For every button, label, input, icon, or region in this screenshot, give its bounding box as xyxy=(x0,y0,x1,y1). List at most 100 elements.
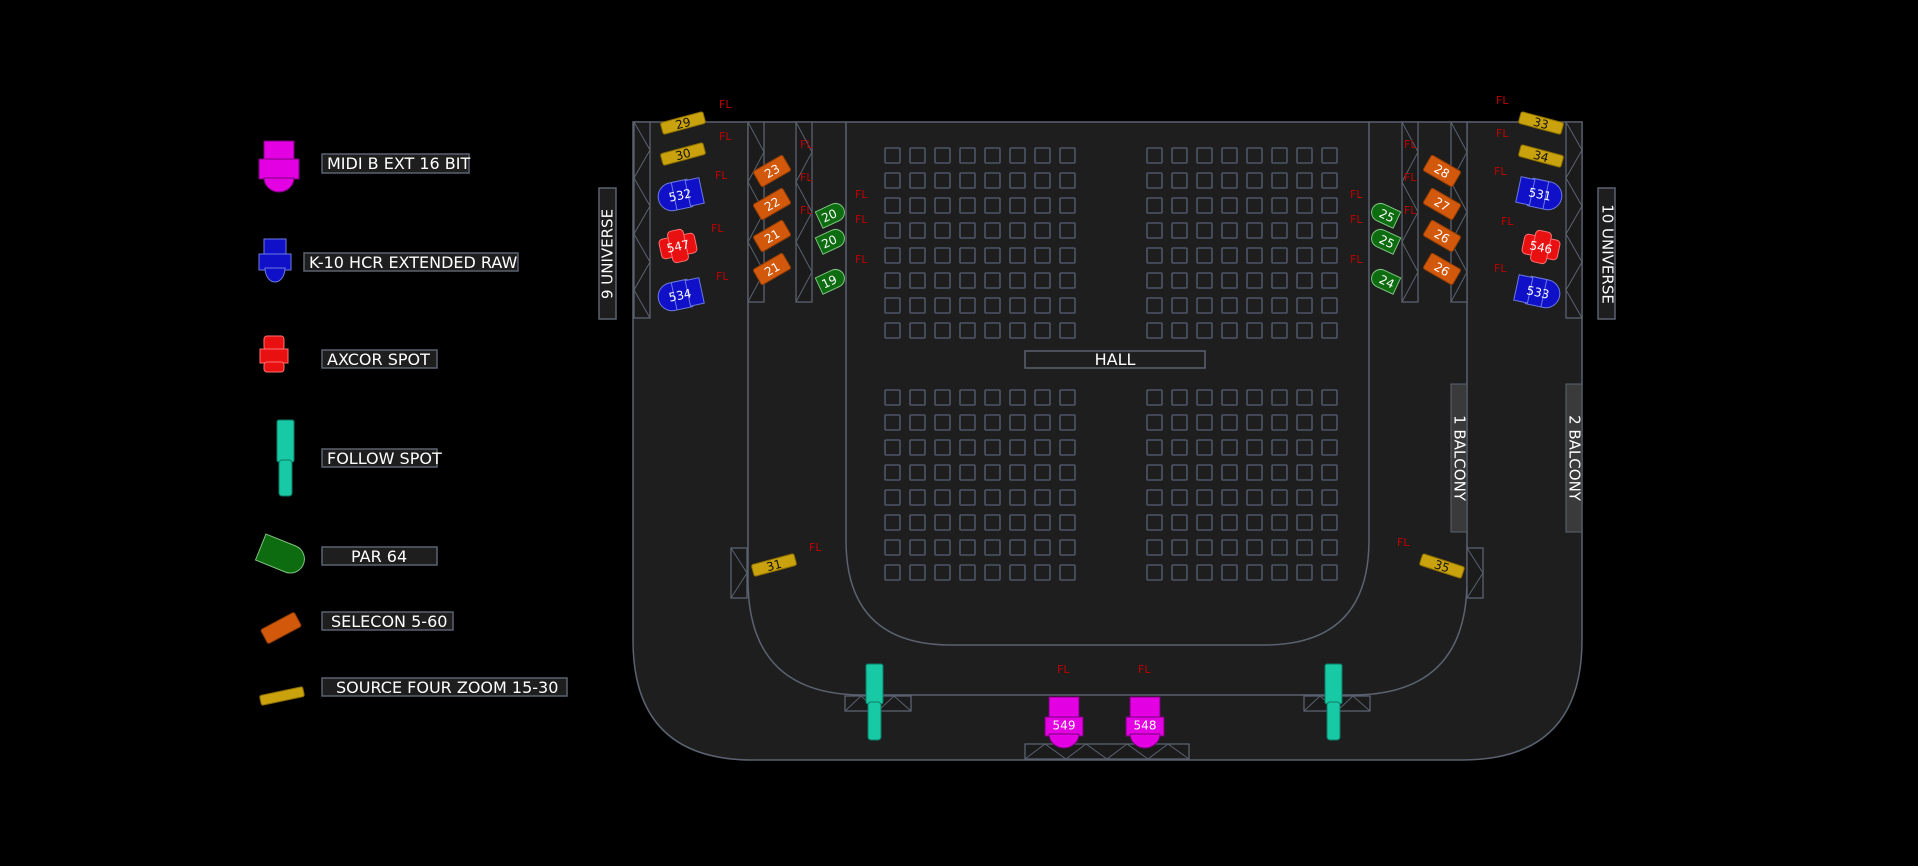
seat xyxy=(959,539,976,556)
seat xyxy=(884,389,901,406)
fixture-number: 21 xyxy=(762,260,782,280)
seat xyxy=(1196,272,1213,289)
seat xyxy=(1034,222,1051,239)
seat xyxy=(1271,464,1288,481)
selecon-fixture[interactable]: 28 xyxy=(1423,154,1461,188)
seat xyxy=(1271,489,1288,506)
seat xyxy=(959,514,976,531)
seat xyxy=(1271,147,1288,164)
seat xyxy=(1009,489,1026,506)
par64-fixture[interactable]: 25 xyxy=(1369,201,1402,229)
midi-b-ext-fixture[interactable]: 549 xyxy=(1044,696,1084,749)
par64-fixture[interactable]: 20 xyxy=(814,201,847,229)
legend-label: PAR 64 xyxy=(351,547,407,566)
seat xyxy=(1271,564,1288,581)
fl-label: FL xyxy=(800,171,813,184)
seat xyxy=(1146,272,1163,289)
selecon-fixture[interactable]: 27 xyxy=(1423,187,1461,221)
seat xyxy=(1034,172,1051,189)
seat xyxy=(1034,247,1051,264)
par64-fixture[interactable]: 20 xyxy=(814,227,847,255)
seat xyxy=(1146,147,1163,164)
seat xyxy=(1271,222,1288,239)
seat xyxy=(1009,272,1026,289)
legend-label-box xyxy=(321,448,438,468)
k10-hcr-fixture[interactable]: 533 xyxy=(1513,274,1563,311)
source-four-fixture[interactable]: 30 xyxy=(660,142,706,167)
seat xyxy=(1221,539,1238,556)
seat xyxy=(884,222,901,239)
fixture-number: 19 xyxy=(819,272,839,291)
source-four-fixture[interactable]: 35 xyxy=(1419,553,1465,580)
venue-outer-outline xyxy=(632,121,1583,761)
source-four-fixture[interactable]: 31 xyxy=(751,553,797,578)
seat xyxy=(959,564,976,581)
selecon-fixture[interactable]: 22 xyxy=(753,187,791,221)
follow-spot-fixture-icon xyxy=(276,419,295,497)
universe-10-box: 10 UNIVERSE xyxy=(1597,187,1617,320)
seat xyxy=(1146,564,1163,581)
fixture-number: 22 xyxy=(762,195,782,215)
seat xyxy=(959,272,976,289)
par64-fixture[interactable]: 19 xyxy=(814,267,847,295)
seat xyxy=(1196,222,1213,239)
seat xyxy=(1321,389,1338,406)
k10-hcr-fixture[interactable]: 534 xyxy=(656,277,705,314)
fl-label: FL xyxy=(1397,536,1410,549)
seat xyxy=(959,197,976,214)
seat xyxy=(1271,197,1288,214)
fixture-number: 34 xyxy=(1532,148,1550,165)
fixture-number: 533 xyxy=(1525,283,1550,301)
seat xyxy=(984,297,1001,314)
source-four-fixture[interactable]: 33 xyxy=(1518,111,1564,136)
seat xyxy=(1246,414,1263,431)
selecon-fixture[interactable]: 21 xyxy=(753,252,791,286)
source-four-fixture[interactable]: 34 xyxy=(1518,144,1564,169)
seat xyxy=(984,222,1001,239)
k10-hcr-fixture[interactable]: 531 xyxy=(1515,176,1565,213)
legend-label: MIDI B EXT 16 BIT xyxy=(327,154,471,173)
fl-label: FL xyxy=(855,213,868,226)
seat xyxy=(1146,514,1163,531)
follow-spot-fixture[interactable] xyxy=(1324,663,1343,741)
seat xyxy=(1296,247,1313,264)
seat xyxy=(1296,514,1313,531)
hall-label-text: HALL xyxy=(1095,350,1136,369)
seat xyxy=(1146,197,1163,214)
selecon-fixture[interactable]: 23 xyxy=(753,154,791,188)
seat xyxy=(909,147,926,164)
selecon-fixture-icon xyxy=(260,612,302,644)
seat xyxy=(1221,464,1238,481)
seat xyxy=(1271,322,1288,339)
follow-spot-fixture[interactable] xyxy=(865,663,884,741)
seat xyxy=(1296,297,1313,314)
seat xyxy=(1171,414,1188,431)
midi-b-ext-fixture[interactable]: 548 xyxy=(1125,696,1165,749)
selecon-fixture[interactable]: 21 xyxy=(753,219,791,253)
seat xyxy=(1321,439,1338,456)
fixture-number: 26 xyxy=(1432,260,1452,280)
seat xyxy=(1221,147,1238,164)
seat xyxy=(1146,247,1163,264)
fl-label: FL xyxy=(800,138,813,151)
selecon-fixture[interactable]: 26 xyxy=(1423,252,1461,286)
par64-fixture[interactable]: 24 xyxy=(1369,267,1402,295)
fixture-number: 547 xyxy=(665,237,690,255)
seat xyxy=(884,272,901,289)
seat xyxy=(984,539,1001,556)
source-four-fixture[interactable]: 29 xyxy=(660,111,706,136)
seat xyxy=(959,414,976,431)
seat xyxy=(1009,439,1026,456)
axcor-spot-fixture[interactable]: 546 xyxy=(1520,228,1562,267)
seat xyxy=(1196,147,1213,164)
fl-label: FL xyxy=(1138,663,1151,676)
k10-hcr-fixture[interactable]: 532 xyxy=(656,177,705,214)
seat xyxy=(1221,172,1238,189)
selecon-fixture[interactable]: 26 xyxy=(1423,219,1461,253)
axcor-spot-fixture[interactable]: 547 xyxy=(657,227,699,266)
seat xyxy=(909,489,926,506)
seat xyxy=(1034,414,1051,431)
universe-9-text: 9 UNIVERSE xyxy=(599,209,617,299)
seat xyxy=(1196,439,1213,456)
par64-fixture[interactable]: 25 xyxy=(1369,227,1402,255)
